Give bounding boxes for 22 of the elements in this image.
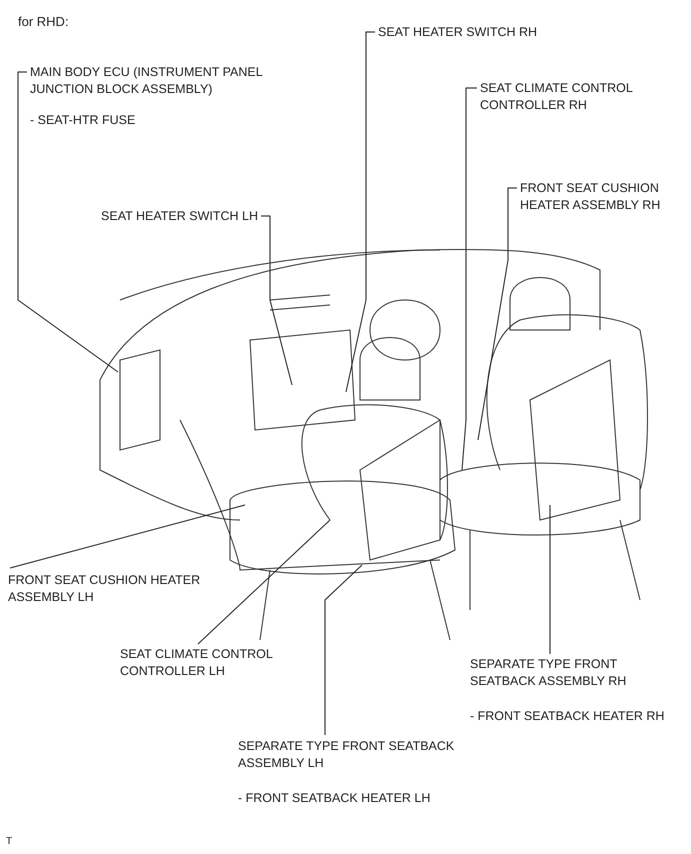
part-label: SEAT CLIMATE CONTROL CONTROLLER RH — [480, 80, 634, 114]
leader-line — [324, 564, 362, 736]
part-label: FRONT SEAT CUSHION HEATER ASSEMBLY RH — [520, 180, 662, 214]
leader-line — [346, 32, 376, 392]
part-label: SEPARATE TYPE FRONT SEATBACK ASSEMBLY RH — [470, 656, 628, 690]
part-label: SEAT HEATER SWITCH RH — [378, 24, 538, 41]
leader-line — [462, 88, 478, 470]
leader-line — [198, 520, 330, 644]
part-label: SEAT CLIMATE CONTROL CONTROLLER LH — [120, 646, 274, 680]
part-label: SEPARATE TYPE FRONT SEATBACK ASSEMBLY LH — [238, 738, 456, 772]
leader-line — [478, 188, 518, 440]
sub-part-label: - SEAT-HTR FUSE — [30, 112, 136, 129]
part-label: MAIN BODY ECU (INSTRUMENT PANEL JUNCTION BLOCK ASSEMBLY) — [30, 64, 264, 98]
sub-part-label: - FRONT SEATBACK HEATER RH — [470, 708, 666, 725]
leader-line — [18, 72, 118, 372]
part-label: SEAT HEATER SWITCH LH — [100, 208, 258, 225]
heading-note: for RHD: — [18, 14, 69, 29]
corner-mark: T — [6, 836, 12, 847]
part-label: FRONT SEAT CUSHION HEATER ASSEMBLY LH — [8, 572, 202, 606]
leader-line — [260, 216, 292, 386]
sub-part-label: - FRONT SEATBACK HEATER LH — [238, 790, 432, 807]
leader-line — [10, 504, 246, 568]
